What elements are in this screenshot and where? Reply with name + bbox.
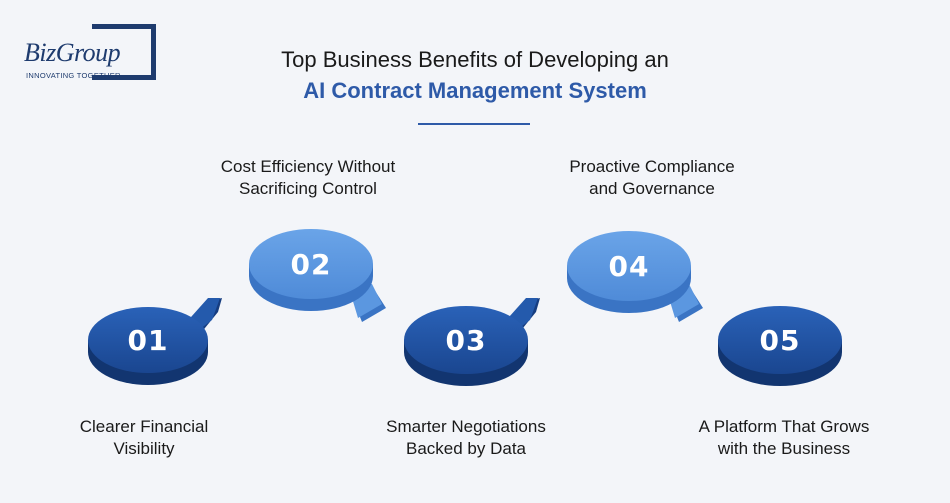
step-05-label: A Platform That Grows with the Business — [664, 416, 904, 460]
step-01-disc: 01 — [88, 298, 222, 385]
step-02-number: 02 — [291, 248, 332, 281]
page-title-line1: Top Business Benefits of Developing an — [281, 47, 669, 72]
step-04-label-line2: and Governance — [589, 179, 715, 198]
title-underline — [418, 123, 530, 125]
step-04-number: 04 — [609, 250, 650, 283]
step-05-number: 05 — [760, 324, 801, 357]
step-02-disc: 02 — [249, 229, 386, 322]
step-01-label: Clearer Financial Visibility — [24, 416, 264, 460]
logo-tagline: INNOVATING TOGETHER — [26, 71, 121, 80]
step-04-label-line1: Proactive Compliance — [569, 157, 735, 176]
step-01-label-line1: Clearer Financial — [79, 417, 209, 436]
step-05-label-line2: with the Business — [717, 439, 851, 458]
bizgroup-logo: BizGroup INNOVATING TOGETHER — [22, 24, 162, 84]
step-05-disc: 05 — [718, 306, 842, 386]
step-03-disc: 03 — [404, 298, 540, 386]
step-03-label-line1: Smarter Negotiations — [386, 417, 546, 436]
logo-frame — [92, 24, 156, 80]
step-03-number: 03 — [446, 324, 487, 357]
step-01-label-line2: Visibility — [113, 439, 175, 458]
logo-brand: BizGroup — [24, 38, 123, 68]
step-04-disc: 04 — [567, 231, 703, 322]
page-title-line2: AI Contract Management System — [303, 78, 647, 103]
step-02-label-line1: Cost Efficiency Without — [220, 157, 396, 176]
step-03-label: Smarter Negotiations Backed by Data — [346, 416, 586, 460]
step-04-label: Proactive Compliance and Governance — [532, 156, 772, 200]
step-01-number: 01 — [128, 324, 169, 357]
step-03-label-line2: Backed by Data — [405, 439, 526, 458]
step-02-label: Cost Efficiency Without Sacrificing Cont… — [188, 156, 428, 200]
step-02-label-line2: Sacrificing Control — [239, 179, 377, 198]
step-05-label-line1: A Platform That Grows — [698, 417, 870, 436]
